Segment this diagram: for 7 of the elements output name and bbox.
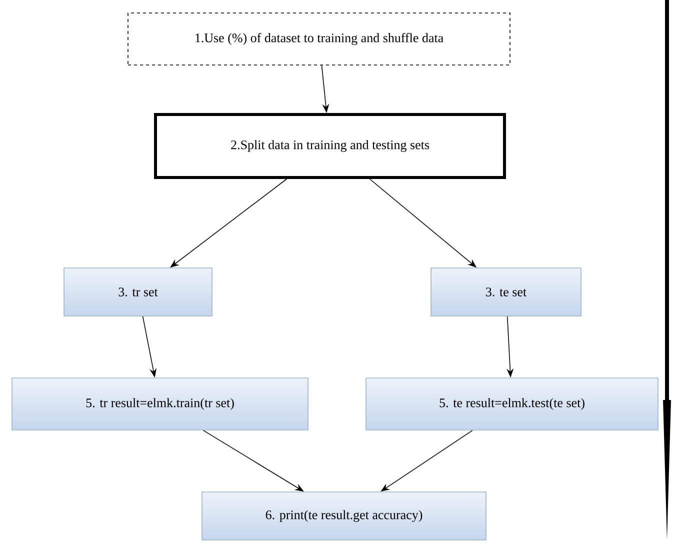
process-box: 3. te set: [430, 268, 582, 316]
process-box: 6. print(te result.get accuracy): [202, 492, 486, 540]
process-box: 3. tr set: [64, 268, 212, 316]
process-box: 5. te result=elmk.test(te set): [366, 378, 658, 430]
process-box: 1.Use (%) of dataset to training and shuffle data: [128, 12, 510, 66]
process-box: 2.Split data in training and testing sets: [154, 113, 506, 179]
process-box: 5. tr result=elmk.train(tr set): [12, 378, 308, 430]
